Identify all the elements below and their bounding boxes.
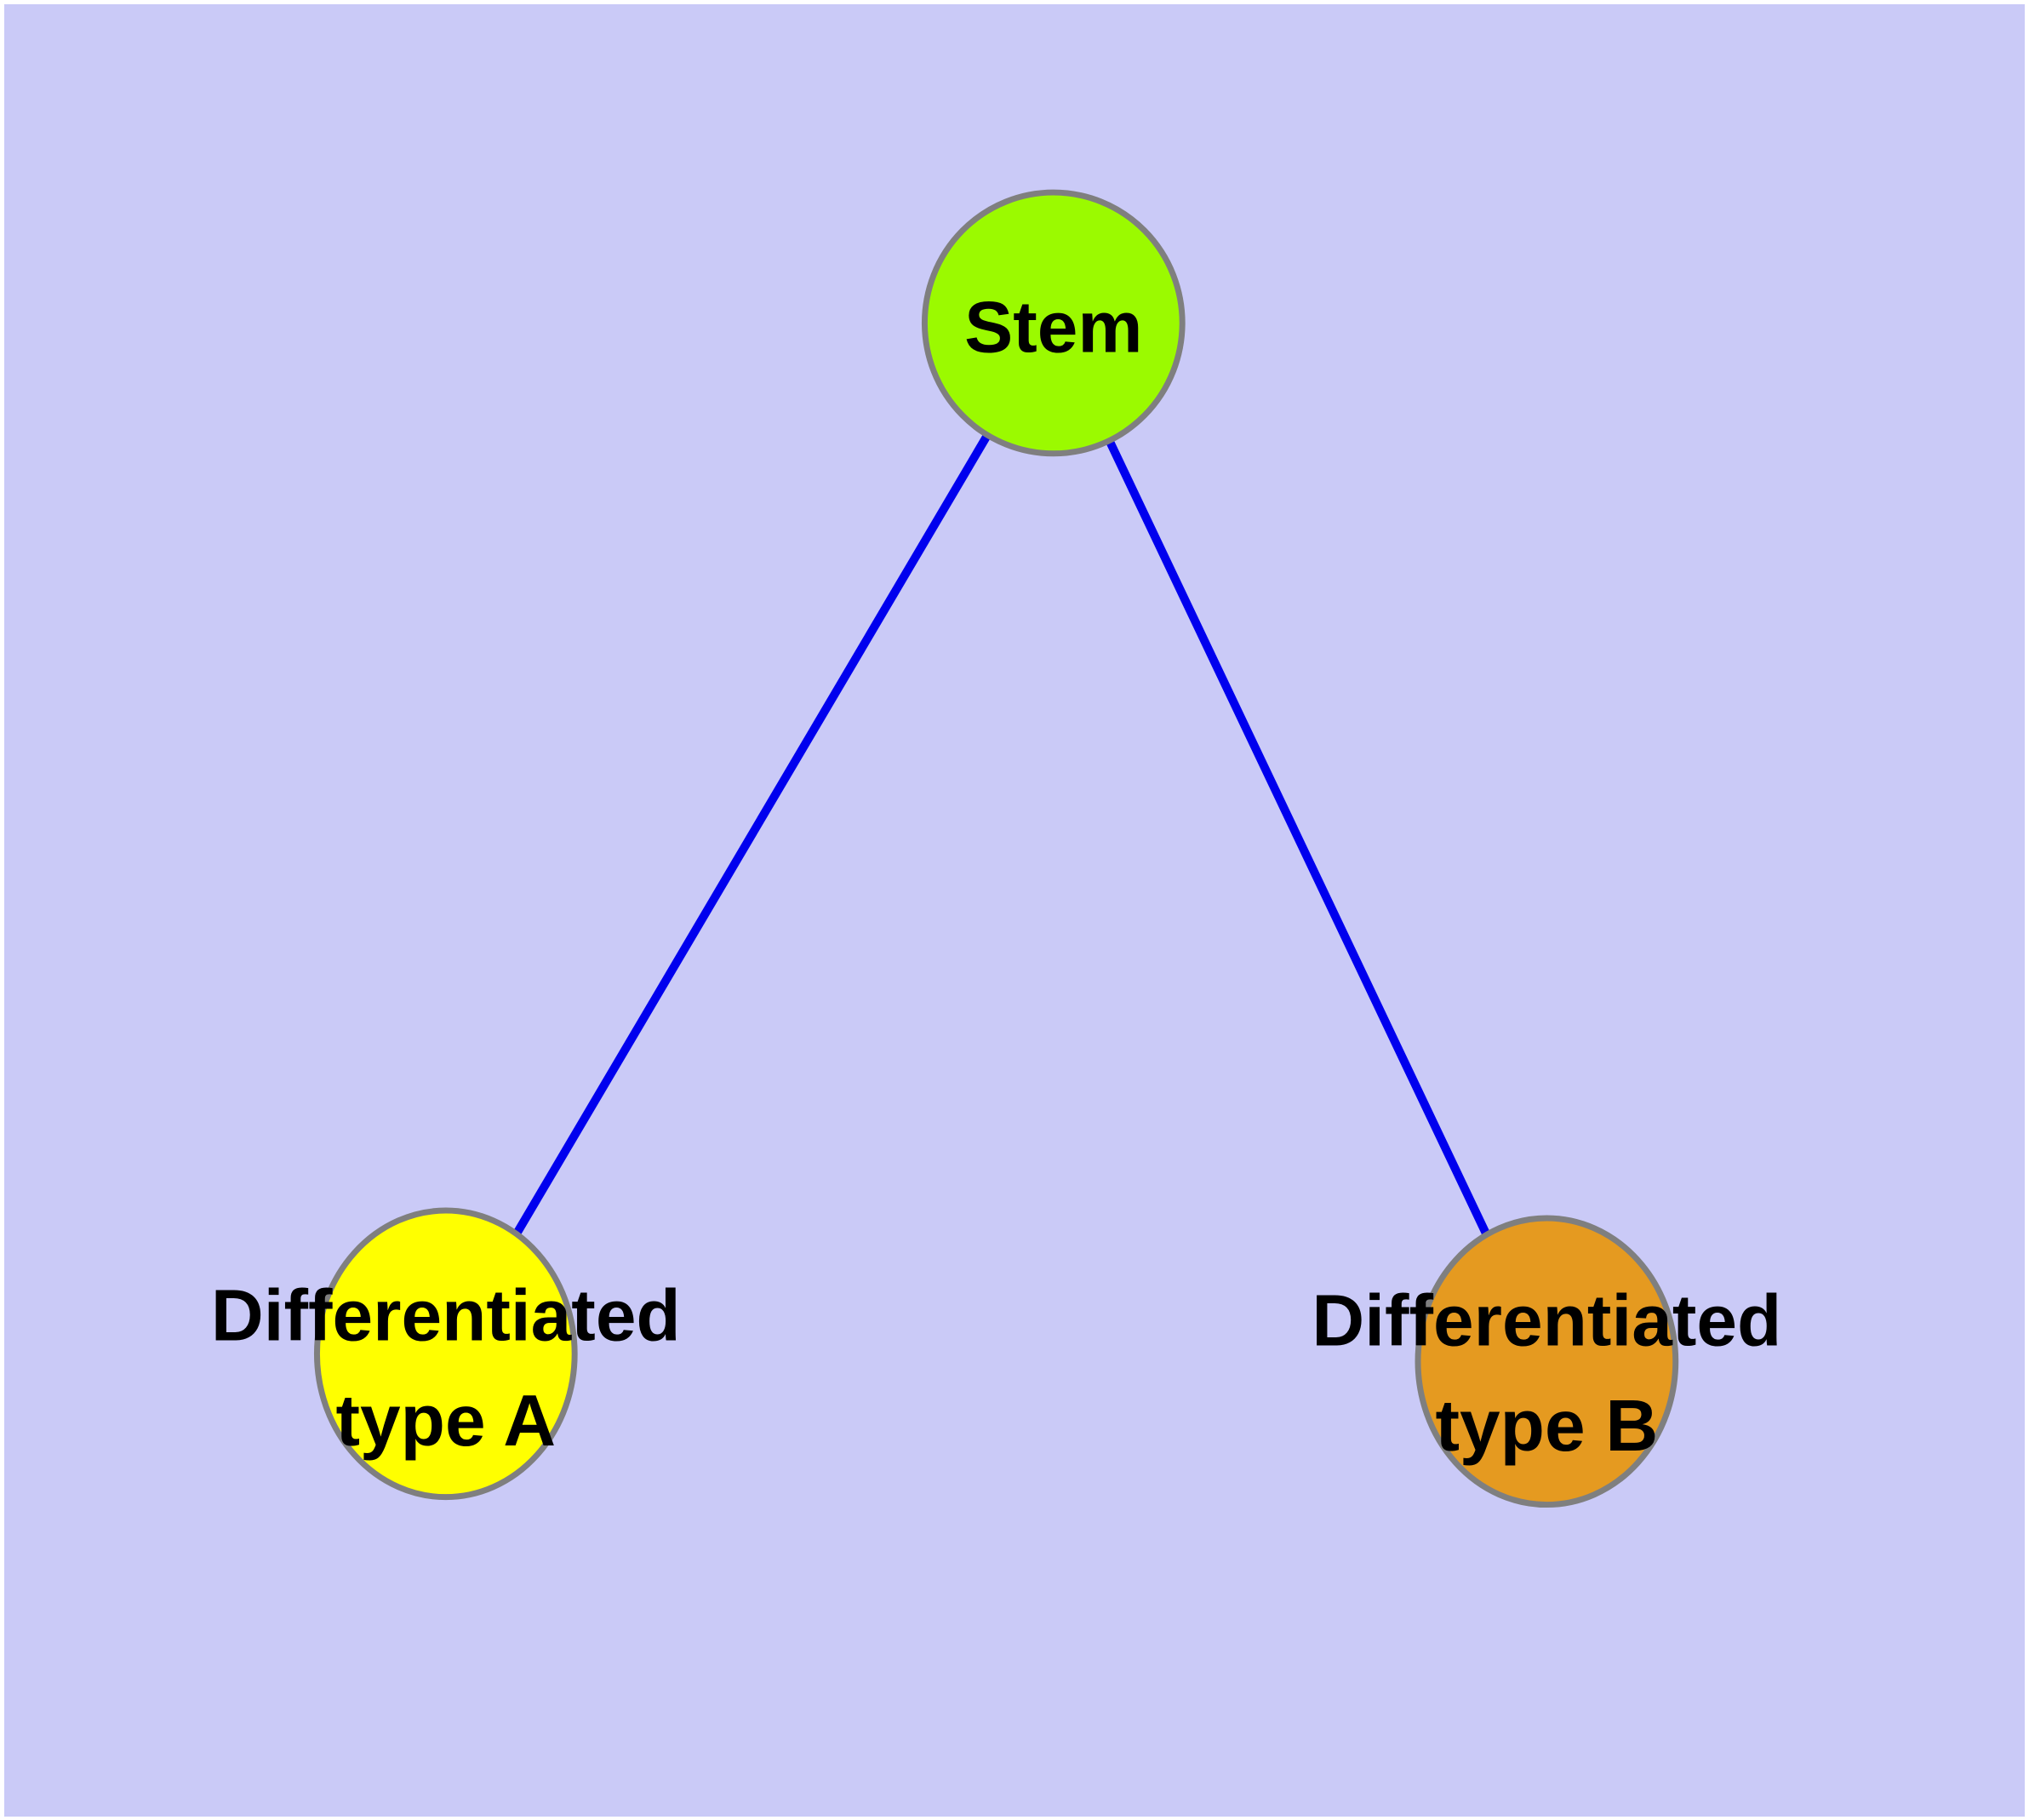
diagram-canvas: Stem Differentiated type A Differentiate… bbox=[4, 4, 2025, 1817]
node-differentiated-type-a[interactable]: Differentiated type A bbox=[211, 1207, 681, 1501]
node-stem[interactable]: Stem bbox=[921, 189, 1186, 457]
node-stem-shape[interactable] bbox=[921, 189, 1186, 457]
edge-stem-to-type-a bbox=[442, 320, 1058, 1356]
node-differentiated-type-b-shape[interactable] bbox=[1415, 1215, 1679, 1508]
edge-stem-to-type-b bbox=[1049, 321, 1551, 1364]
node-stem-label: Stem bbox=[964, 286, 1142, 368]
node-differentiated-type-a-shape[interactable] bbox=[313, 1207, 578, 1501]
node-differentiated-type-a-label-line2: type A bbox=[336, 1380, 557, 1462]
node-differentiated-type-b-label-line1: Differentiated bbox=[1312, 1279, 1781, 1361]
node-differentiated-type-b-label-line2: type B bbox=[1436, 1385, 1659, 1467]
node-differentiated-type-a-label-line1: Differentiated bbox=[211, 1274, 681, 1356]
node-differentiated-type-b[interactable]: Differentiated type B bbox=[1312, 1215, 1781, 1508]
